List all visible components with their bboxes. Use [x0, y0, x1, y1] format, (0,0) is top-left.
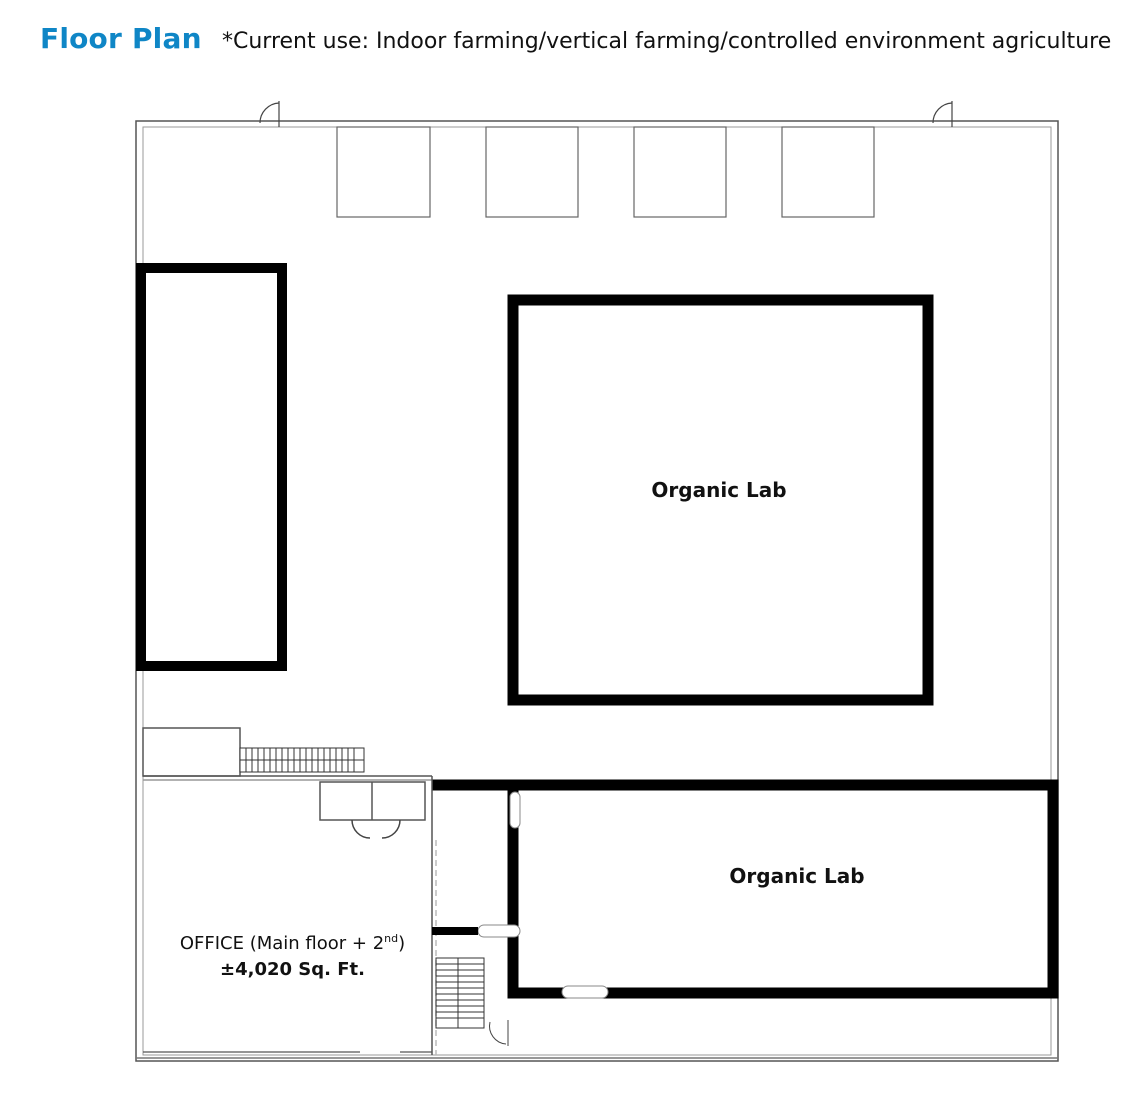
stairs-lower: [435, 957, 509, 1046]
loading-bay-2: [485, 126, 579, 218]
entry-door-left: [259, 101, 280, 127]
organic-lab-lower: [432, 779, 1059, 999]
page-title: Floor Plan: [40, 22, 202, 55]
office-name: OFFICE (Main floor + 2: [179, 933, 385, 954]
organic-lab-lower-label: Organic Lab: [729, 864, 864, 888]
loading-bay-3: [633, 126, 727, 218]
lab-door-openings: [477, 791, 609, 999]
office-area: ±4,020 Sq. Ft.: [220, 959, 365, 980]
loading-bay-4: [781, 126, 875, 218]
organic-lab-main: [507, 294, 934, 706]
page-subtitle: *Current use: Indoor farming/vertical fa…: [222, 29, 1112, 54]
loading-bays: [336, 126, 875, 218]
office-name-close: ): [398, 933, 406, 954]
office-partition: [432, 927, 478, 935]
organic-lab-main-label: Organic Lab: [651, 478, 786, 502]
stairs-upper: [239, 747, 365, 773]
office-name-superscript: nd: [384, 932, 399, 945]
office-label: OFFICE (Main floor + 2nd) ±4,020 Sq. Ft.: [150, 926, 435, 983]
entry-door-right: [932, 101, 953, 127]
storage-room-left: [136, 263, 287, 671]
loading-bay-1: [336, 126, 431, 218]
office-walls: [142, 727, 437, 1055]
